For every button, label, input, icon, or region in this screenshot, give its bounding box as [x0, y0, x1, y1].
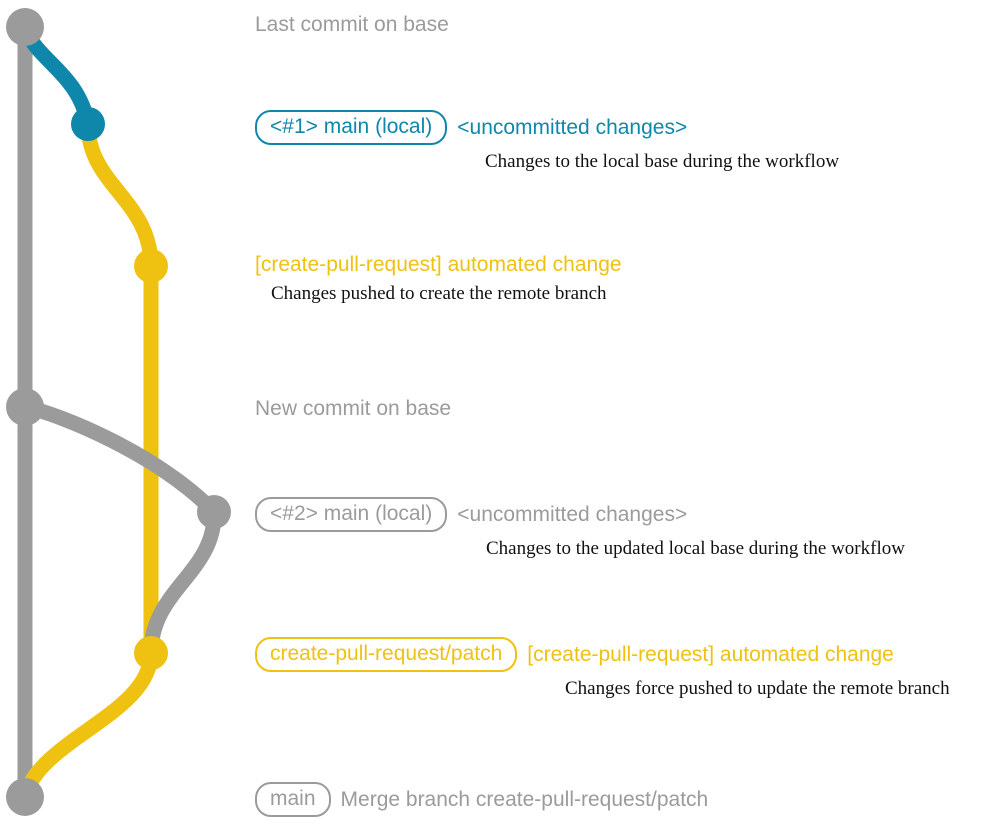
commit-subject: <uncommitted changes>	[457, 115, 688, 139]
edge-local-2-to-patch-2	[143, 504, 222, 661]
commit-row-local-2: <#2> main (local) <uncommitted changes> …	[255, 497, 905, 560]
ref-badge-create-pull-request-patch[interactable]: create-pull-request/patch	[255, 637, 518, 672]
ref-badge-main-local-2[interactable]: <#2> main (local)	[255, 497, 448, 532]
commit-subject: [create-pull-request] automated change	[527, 642, 894, 666]
row-head: main Merge branch create-pull-request/pa…	[255, 782, 708, 817]
commit-subject: New commit on base	[255, 397, 452, 420]
commit-subject: <uncommitted changes>	[457, 502, 688, 526]
commit-node-local-2	[197, 495, 231, 529]
edge-patch-to-merge	[17, 645, 159, 805]
row-head: <#2> main (local) <uncommitted changes>	[255, 497, 687, 532]
commit-node-local-1	[71, 107, 105, 141]
commit-node-base-last	[6, 8, 44, 46]
ref-badge-main[interactable]: main	[255, 782, 331, 817]
commit-row-local-1: <#1> main (local) <uncommitted changes> …	[255, 110, 839, 173]
ref-badge-main-local-1[interactable]: <#1> main (local)	[255, 110, 448, 145]
commit-note: Changes to the updated local base during…	[486, 538, 905, 559]
commit-row-automated-change-2: create-pull-request/patch [create-pull-r…	[255, 637, 950, 700]
commit-subject: Merge branch create-pull-request/patch	[340, 787, 709, 811]
commit-note: Changes to the local base during the wor…	[485, 151, 840, 172]
row-head: [create-pull-request] automated change	[255, 253, 622, 277]
commit-row-new-commit-on-base: New commit on base	[255, 397, 451, 421]
commit-node-merge	[6, 778, 44, 816]
commit-note: Changes force pushed to update the remot…	[565, 678, 950, 699]
commit-node-patch-1	[134, 249, 168, 283]
commit-node-base-new	[6, 388, 44, 426]
commit-row-last-commit-on-base: Last commit on base	[255, 13, 449, 37]
row-head: <#1> main (local) <uncommitted changes>	[255, 110, 687, 145]
commit-row-merge: main Merge branch create-pull-request/pa…	[255, 782, 708, 817]
commit-note: Changes pushed to create the remote bran…	[271, 283, 607, 304]
commit-row-automated-change-1: [create-pull-request] automated change C…	[255, 253, 622, 305]
edge-local-to-patch-1	[80, 116, 159, 274]
commit-subject: Last commit on base	[255, 13, 449, 36]
commit-subject: [create-pull-request] automated change	[255, 253, 622, 276]
row-head: create-pull-request/patch [create-pull-r…	[255, 637, 894, 672]
row-head: New commit on base	[255, 397, 451, 421]
commit-node-patch-2	[134, 636, 168, 670]
row-head: Last commit on base	[255, 13, 449, 37]
